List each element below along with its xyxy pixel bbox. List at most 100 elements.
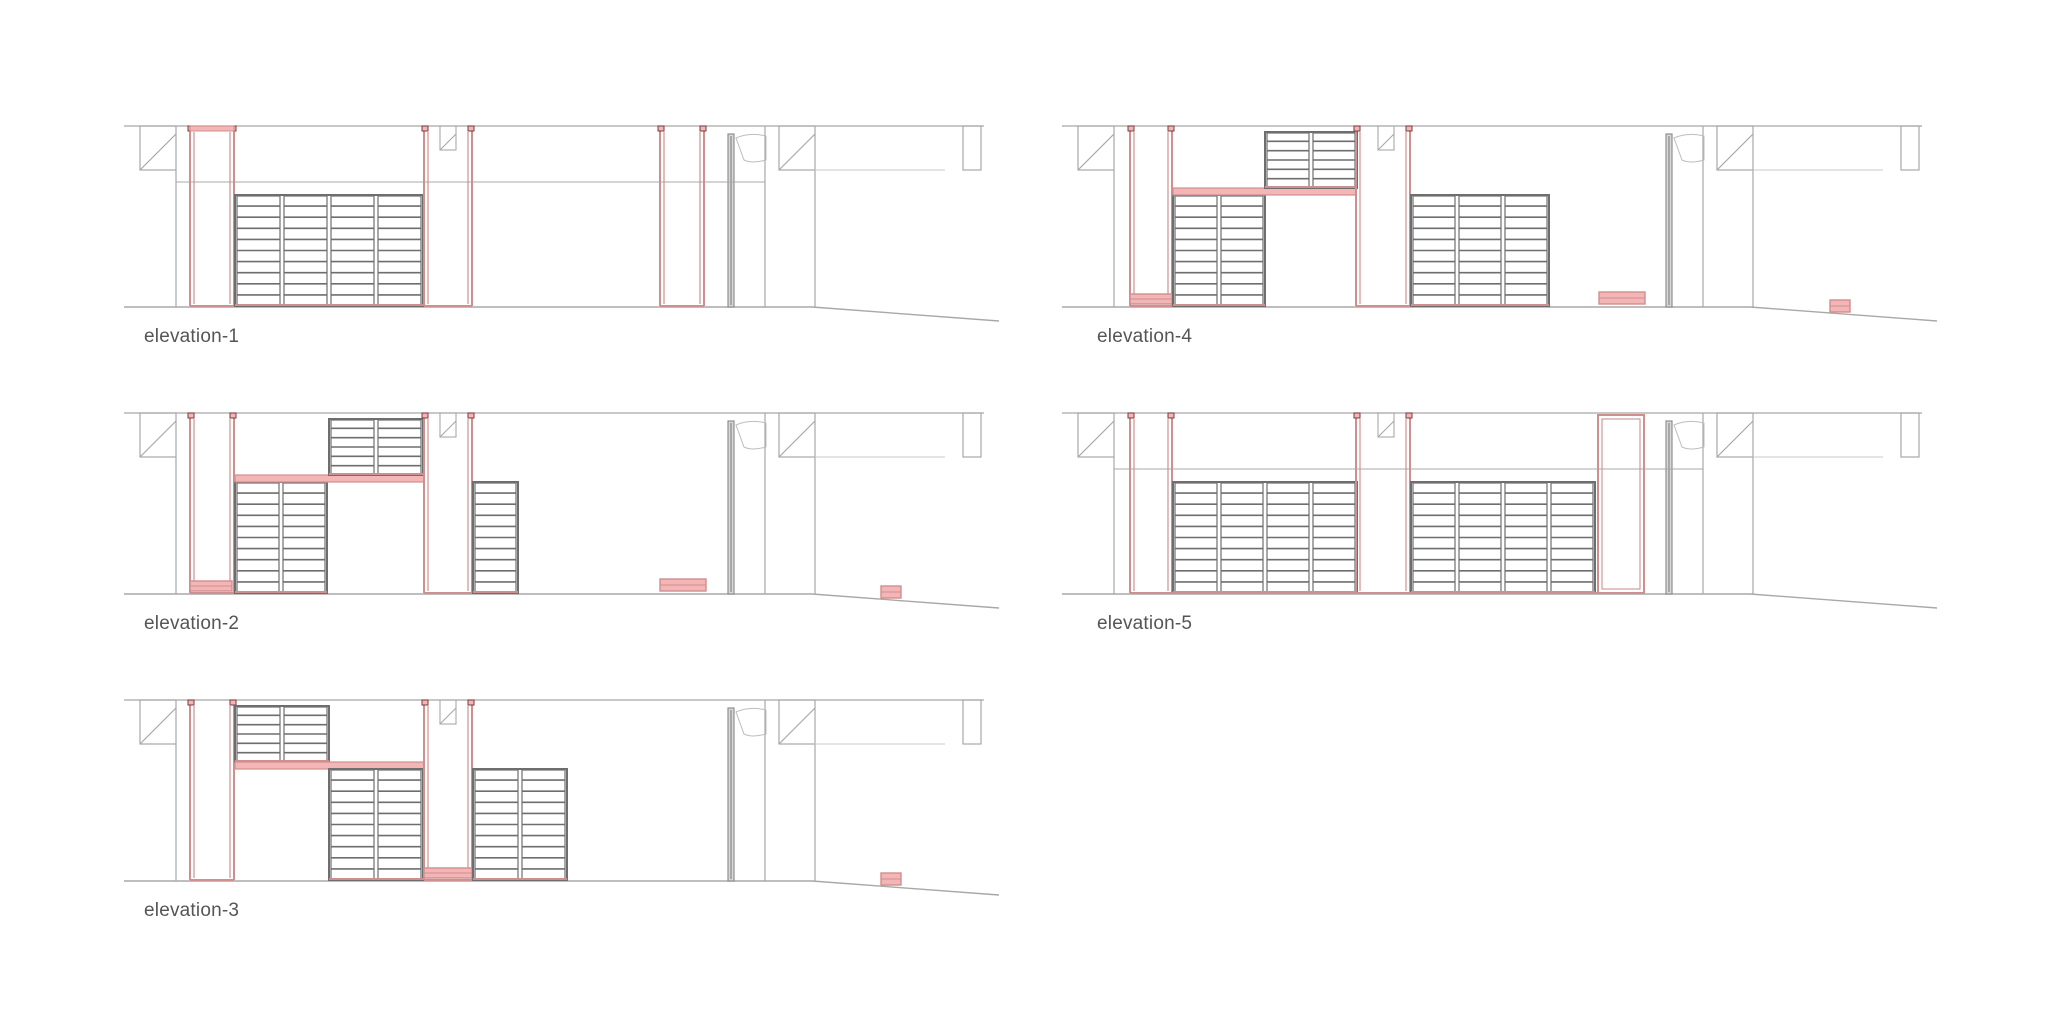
end-post bbox=[962, 125, 982, 171]
beam-section bbox=[778, 699, 816, 745]
door-handle-swing bbox=[735, 133, 767, 163]
elevation-2-label: elevation-2 bbox=[144, 613, 240, 634]
beam-section bbox=[1077, 412, 1115, 458]
beam-section bbox=[1716, 412, 1754, 458]
frame-cap bbox=[1167, 125, 1175, 132]
elevation-1-label: elevation-1 bbox=[144, 326, 240, 347]
highlight-beam bbox=[234, 761, 425, 770]
beam-diagonal bbox=[139, 133, 177, 171]
frame-cap bbox=[187, 412, 195, 419]
duct-diagonal bbox=[1377, 420, 1395, 438]
beam-diagonal bbox=[1077, 420, 1115, 458]
frame-cap bbox=[421, 412, 429, 419]
elevation-3-drawing bbox=[124, 699, 1000, 896]
highlight-frame bbox=[657, 125, 707, 307]
frame-cap bbox=[229, 699, 237, 706]
highlight-beam bbox=[1172, 187, 1357, 196]
beam-section bbox=[1716, 125, 1754, 171]
highlight-frame bbox=[421, 699, 475, 881]
duct-diagonal bbox=[439, 133, 457, 151]
frame-cap bbox=[421, 699, 429, 706]
elevation-5-label: elevation-5 bbox=[1097, 613, 1193, 634]
duct-diagonal bbox=[439, 707, 457, 725]
frame-head bbox=[189, 125, 235, 132]
frame-cap bbox=[657, 125, 665, 132]
highlight-box bbox=[880, 585, 902, 599]
floor-slope bbox=[811, 880, 1000, 896]
highlight-frame bbox=[187, 125, 237, 307]
elevation-3-label: elevation-3 bbox=[144, 900, 240, 921]
duct-section bbox=[1377, 125, 1395, 151]
beam-section bbox=[778, 412, 816, 458]
tall-cabinet bbox=[1597, 414, 1645, 594]
frame-cap bbox=[1353, 412, 1361, 419]
shelf-unit bbox=[1172, 481, 1358, 594]
shelf-unit bbox=[234, 481, 328, 594]
elevation-2-drawing bbox=[124, 412, 1000, 609]
duct-diagonal bbox=[439, 420, 457, 438]
frame-cap bbox=[467, 699, 475, 706]
door-handle-swing bbox=[735, 420, 767, 450]
beam-diagonal bbox=[1716, 420, 1754, 458]
end-post bbox=[1900, 125, 1920, 171]
highlight-box bbox=[1829, 299, 1851, 313]
elevation-1-drawing bbox=[124, 125, 1000, 322]
highlight-box bbox=[659, 578, 707, 592]
duct-section bbox=[439, 699, 457, 725]
floor-slope bbox=[1749, 593, 1938, 609]
beam-section bbox=[139, 699, 177, 745]
door-handle-swing bbox=[1673, 420, 1705, 450]
door-handle-swing bbox=[735, 707, 767, 737]
highlight-frame bbox=[187, 699, 237, 881]
shelf-unit bbox=[328, 418, 424, 476]
frame-cap bbox=[1127, 125, 1135, 132]
floor-slope bbox=[811, 306, 1000, 322]
duct-section bbox=[439, 125, 457, 151]
frame-cap bbox=[467, 412, 475, 419]
highlight-box bbox=[880, 872, 902, 886]
end-post bbox=[1900, 412, 1920, 458]
shelf-unit bbox=[1410, 194, 1550, 307]
beam-diagonal bbox=[778, 133, 816, 171]
elevation-5-drawing bbox=[1062, 412, 1938, 609]
shelf-unit bbox=[1410, 481, 1596, 594]
shelf-unit bbox=[234, 194, 424, 307]
duct-section bbox=[439, 412, 457, 438]
shelf-unit bbox=[1172, 194, 1266, 307]
frame-cap bbox=[421, 125, 429, 132]
frame-cap bbox=[1405, 125, 1413, 132]
beam-section bbox=[1077, 125, 1115, 171]
frame-cap bbox=[187, 699, 195, 706]
frame-cap bbox=[1353, 125, 1361, 132]
highlight-frame bbox=[421, 125, 475, 307]
highlight-box bbox=[189, 580, 233, 592]
frame-cap bbox=[1127, 412, 1135, 419]
frame-cap bbox=[467, 125, 475, 132]
beam-diagonal bbox=[1716, 133, 1754, 171]
highlight-frame bbox=[1127, 412, 1175, 594]
beam-diagonal bbox=[139, 707, 177, 745]
highlight-frame bbox=[1127, 125, 1175, 307]
highlight-frame bbox=[1353, 125, 1413, 307]
tall-cabinet-inner bbox=[1601, 418, 1641, 590]
beam-diagonal bbox=[139, 420, 177, 458]
floor-slope bbox=[1749, 306, 1938, 322]
end-post bbox=[962, 412, 982, 458]
highlight-box bbox=[1598, 291, 1646, 305]
beam-section bbox=[139, 412, 177, 458]
frame-cap bbox=[229, 412, 237, 419]
beam-section bbox=[778, 125, 816, 171]
shelf-unit bbox=[472, 481, 519, 594]
shelf-unit bbox=[234, 705, 330, 763]
highlight-box bbox=[1129, 293, 1173, 305]
floor-slope bbox=[811, 593, 1000, 609]
end-post bbox=[962, 699, 982, 745]
duct-diagonal bbox=[1377, 133, 1395, 151]
highlight-box bbox=[423, 867, 473, 879]
highlight-frame bbox=[421, 412, 475, 594]
frame-cap bbox=[1167, 412, 1175, 419]
frame-cap bbox=[699, 125, 707, 132]
door-handle-swing bbox=[1673, 133, 1705, 163]
highlight-frame bbox=[1353, 412, 1413, 594]
